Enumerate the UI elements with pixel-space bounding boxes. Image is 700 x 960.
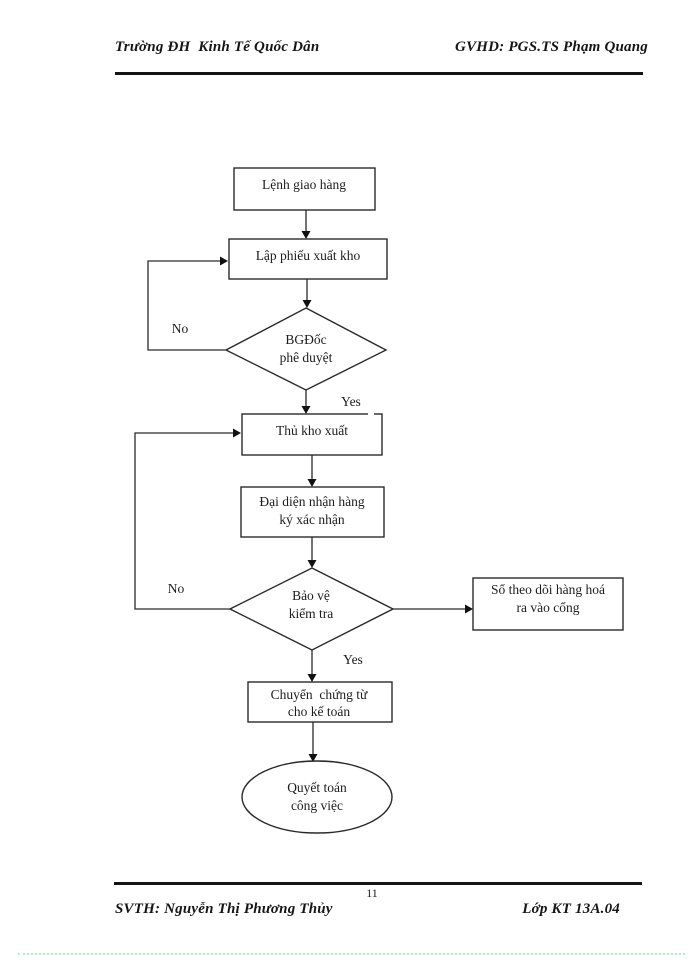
node-transfer-accounting-box [247,681,393,723]
arrowhead-icon [465,604,473,614]
node-receiver-sign: Đại diện nhận hàng ký xác nhận [240,486,385,538]
arrow-receiver-to-guard [307,537,317,568]
arrowhead-icon [307,479,317,487]
arrowhead-icon [307,560,317,568]
footer-student-name: SVTH: Nguyễn Thị Phương Thủy [115,901,333,917]
decision-guard-check-line2: kiểm tra [289,606,334,621]
page-number: 11 [366,886,378,900]
arrow-warehouse-to-receiver [307,455,317,487]
node-transfer-accounting-line2: cho kế toán [288,704,350,719]
arrow-guard-to-transfer [307,650,317,682]
node-gate-logbook-line1: Sổ theo dõi hàng hoá [491,582,605,597]
bottom-dotted-divider [18,953,685,955]
node-gate-logbook: Sổ theo dõi hàng hoá ra vào cổng [472,577,624,631]
arrow-guard-to-logbook [393,604,473,614]
node-receiver-sign-line2: ký xác nhận [279,512,344,527]
loop-approval-no [147,256,228,351]
node-gate-logbook-box [472,577,624,631]
arrow-slip-to-approval [302,279,312,308]
arrowhead-icon [301,406,311,414]
decision-director-approval: BGĐốc phê duyệt [224,307,388,391]
arrowhead-icon [220,256,228,266]
arrow-order-to-slip [301,210,311,239]
decision-director-approval-diamond [224,307,388,391]
node-create-issue-slip-label: Lập phiếu xuất kho [256,248,361,263]
node-warehouse-issue: Thủ kho xuất [241,412,383,456]
header-supervisor: GVHD: PGS.TS Phạm Quang [455,39,648,55]
label-yes-2: Yes [343,652,363,667]
node-create-issue-slip: Lập phiếu xuất kho [228,238,388,280]
loop-line [134,432,233,610]
arrowhead-icon [307,674,317,682]
arrowhead-icon [302,300,312,308]
node-transfer-accounting-line1: Chuyển chứng từ [271,687,368,702]
arrow-transfer-to-settlement [308,722,318,762]
footer-class-name: Lớp KT 13A.04 [522,901,620,917]
loop-guard-no [134,428,241,610]
node-delivery-order: Lệnh giao hàng [233,167,376,211]
arrowhead-icon [233,428,241,438]
label-no-1: No [172,321,189,336]
node-create-issue-slip-box [228,238,388,280]
header-school-name: Trường ĐH Kinh Tế Quốc Dân [115,39,320,55]
terminator-settlement-ellipse [241,760,393,834]
decision-director-approval-line1: BGĐốc [285,332,326,347]
loop-line [147,260,226,351]
header-rule [115,72,643,75]
arrowhead-icon [301,231,311,239]
terminator-settlement-line2: công việc [291,798,343,813]
node-delivery-order-label: Lệnh giao hàng [262,177,346,192]
arrow-approval-to-warehouse [301,390,311,414]
node-warehouse-issue-label: Thủ kho xuất [276,423,348,438]
arrowhead-icon [308,754,318,762]
decision-director-approval-line2: phê duyệt [280,350,333,365]
node-receiver-sign-line1: Đại diện nhận hàng [259,494,365,509]
node-gate-logbook-line2: ra vào cổng [517,600,580,615]
node-warehouse-issue-box [241,413,383,456]
terminator-settlement: Quyết toán công việc [241,760,393,834]
decision-guard-check: Bảo vệ kiểm tra [228,567,395,651]
terminator-settlement-line1: Quyết toán [287,780,347,795]
label-yes-1: Yes [341,394,361,409]
decision-guard-check-line1: Bảo vệ [292,588,330,603]
node-delivery-order-box [233,167,376,211]
footer-rule [114,882,642,885]
node-receiver-sign-box [240,486,385,538]
label-no-2: No [168,581,185,596]
node-transfer-accounting: Chuyển chứng từ cho kế toán [247,681,393,723]
box-border-gap-artifact [368,412,374,416]
